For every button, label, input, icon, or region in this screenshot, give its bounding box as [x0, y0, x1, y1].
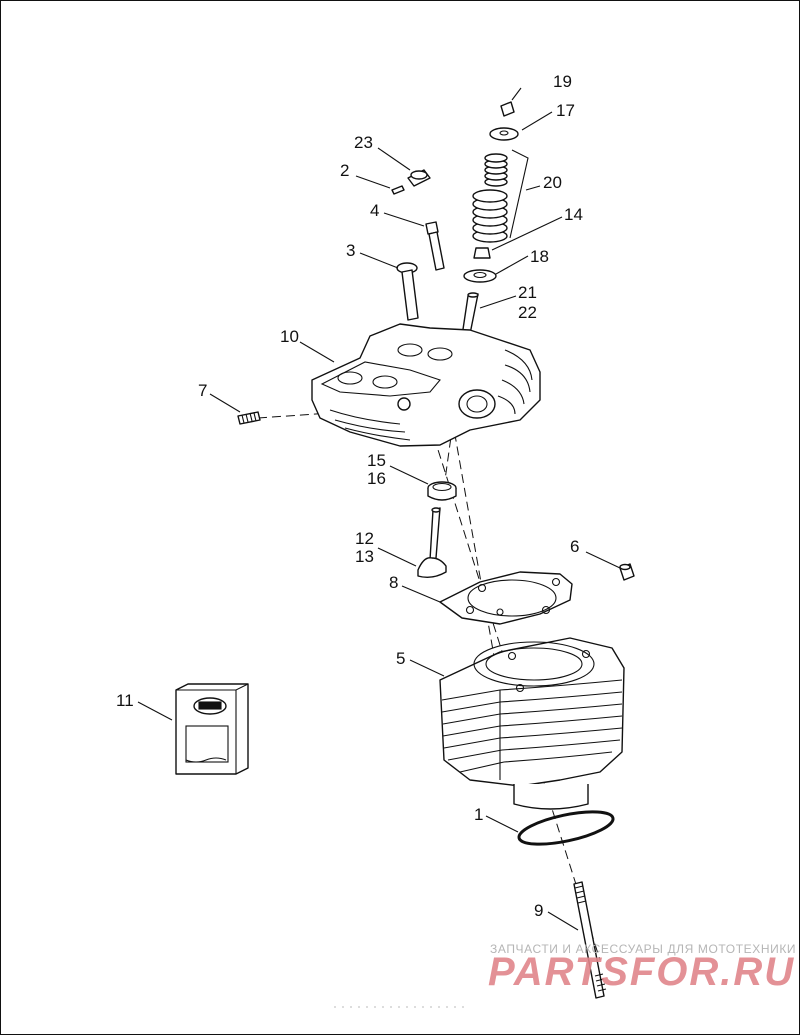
dowel-pin-part[interactable]	[391, 185, 405, 195]
cylinder-head-part[interactable]	[311, 323, 541, 447]
callout-5: 5	[396, 649, 405, 668]
callout-19: 19	[553, 72, 572, 91]
callout-labels: 19 17 23 2 20 4 14 3 18 21 22 10 7 15 16…	[116, 72, 583, 920]
callout-10: 10	[280, 327, 299, 346]
cylinder-part[interactable]	[439, 637, 625, 810]
lifter-pin-part[interactable]	[425, 221, 445, 271]
callout-9: 9	[534, 901, 543, 920]
rocker-seal-part[interactable]	[407, 169, 431, 187]
lower-spring-collar-part[interactable]	[463, 269, 497, 283]
callout-17: 17	[556, 101, 575, 120]
callout-12: 12	[355, 529, 374, 548]
valve-part[interactable]	[417, 507, 447, 579]
o-ring-part[interactable]	[516, 805, 615, 850]
valve-seat-part[interactable]	[427, 481, 457, 501]
valve-spring-part[interactable]	[472, 149, 529, 243]
cylinder-dowel-part[interactable]	[619, 563, 635, 581]
watermark-brand: PARTSFOR.RU	[488, 950, 796, 994]
gasket-kit-box-part[interactable]	[175, 683, 249, 775]
cylinder-stud-part[interactable]	[573, 881, 607, 999]
callout-8: 8	[389, 573, 398, 592]
callout-4: 4	[370, 201, 379, 220]
callout-18: 18	[530, 247, 549, 266]
callout-23: 23	[354, 133, 373, 152]
head-stud-part[interactable]	[237, 411, 261, 425]
valve-seal-part[interactable]	[473, 247, 491, 259]
callout-13: 13	[355, 547, 374, 566]
callout-2: 2	[340, 161, 349, 180]
valve-lifter-part[interactable]	[396, 262, 419, 321]
callout-11: 11	[116, 691, 134, 710]
upper-spring-collar-part[interactable]	[489, 127, 519, 141]
callout-3: 3	[346, 241, 355, 260]
callout-6: 6	[570, 537, 579, 556]
callout-1: 1	[474, 805, 483, 824]
callout-15: 15	[367, 451, 386, 470]
callout-16: 16	[367, 469, 386, 488]
callout-20: 20	[543, 173, 562, 192]
callout-21: 21	[518, 283, 537, 302]
callout-14: 14	[564, 205, 583, 224]
callout-7: 7	[198, 381, 207, 400]
valve-keeper-part[interactable]	[500, 101, 515, 117]
watermark-tagline: ЗАПЧАСТИ И АКСЕССУАРЫ ДЛЯ МОТОТЕХНИКИ	[490, 942, 797, 956]
callout-22: 22	[518, 303, 537, 322]
head-gasket-part[interactable]	[439, 571, 573, 625]
leader-lines	[137, 87, 621, 931]
